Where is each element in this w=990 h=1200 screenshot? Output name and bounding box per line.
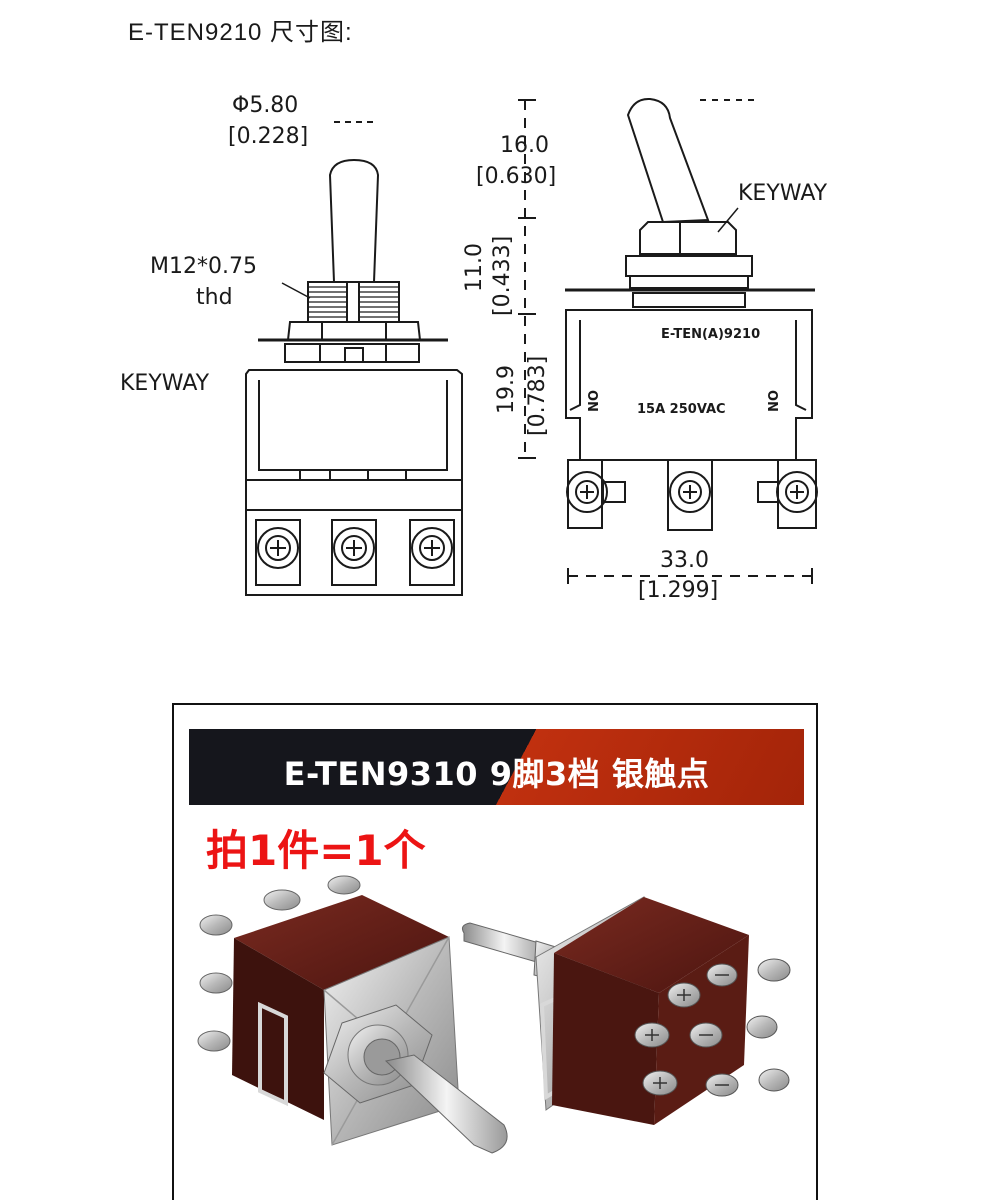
left-diameter-in: [0.228]: [228, 124, 309, 149]
banner-title: E-TEN9310 9脚3档 银触点: [283, 755, 710, 793]
left-thread-label: M12*0.75: [150, 254, 257, 279]
right-bushing-mm: 11.0: [462, 243, 487, 292]
left-body: [245, 369, 463, 596]
right-width-in: [1.299]: [638, 578, 719, 603]
right-body-height-in: [0.783]: [525, 355, 550, 436]
right-rating: 15A 250VAC: [637, 402, 726, 417]
product-photo: [197, 875, 791, 1154]
right-bushing-in: [0.433]: [490, 235, 515, 316]
right-terminals: [566, 459, 818, 531]
right-lever: [626, 97, 710, 224]
left-diameter-mm: Φ5.80: [232, 93, 299, 118]
product-banner: E-TEN9310 9脚3档 银触点: [189, 729, 804, 805]
right-lever-height-in: [0.630]: [476, 164, 557, 189]
right-body-height-mm: 19.9: [494, 365, 519, 414]
right-keyway-label: KEYWAY: [738, 181, 828, 206]
switch-side-view: [462, 896, 791, 1125]
switch-front-view: [197, 875, 508, 1154]
right-on-right: ON: [764, 390, 779, 412]
dimension-drawing: [245, 97, 818, 596]
left-keyway-label: KEYWAY: [120, 371, 210, 396]
product-panel: E-TEN9310 9脚3档 银触点 拍1件=1个: [172, 703, 818, 1200]
right-lever-height-mm: 16.0: [500, 133, 549, 158]
right-model-marking: E-TEN(A)9210: [661, 327, 761, 342]
left-thread-suffix: thd: [196, 285, 233, 310]
quantity-note: 拍1件=1个: [206, 826, 426, 875]
left-lever: [328, 158, 380, 283]
right-width-mm: 33.0: [660, 548, 709, 573]
right-on-left: ON: [584, 390, 599, 412]
left-terminals: [255, 519, 455, 586]
drawing-title: E-TEN9210 尺寸图:: [128, 19, 353, 46]
